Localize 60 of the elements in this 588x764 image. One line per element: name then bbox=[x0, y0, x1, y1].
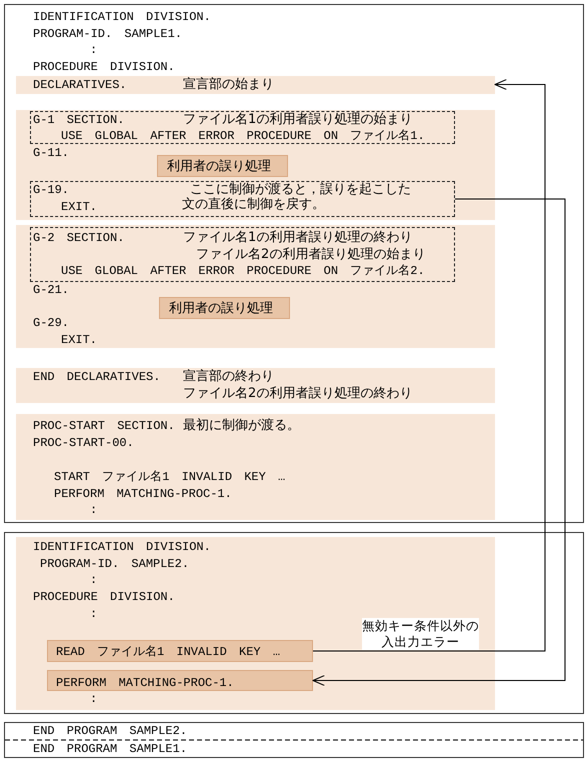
code-line: START ファイル名1 INVALID KEY … bbox=[54, 470, 286, 485]
comment-text: ファイル名2の利用者誤り処理の始まり bbox=[196, 247, 426, 262]
arrow bbox=[312, 198, 566, 686]
code-line: PROGRAM-ID. SAMPLE1. bbox=[33, 27, 182, 42]
code-line: G-19. bbox=[33, 183, 70, 198]
code-line: G-29. bbox=[33, 316, 70, 331]
code-block-band bbox=[16, 225, 495, 348]
comment-text: ファイル名1の利用者誤り処理の始まり bbox=[183, 112, 412, 127]
comment-text: ここに制御が渡ると，誤りを起こした文の直後に制御を戻す。 bbox=[182, 182, 412, 212]
comment-text: ファイル名1の利用者誤り処理の終わり bbox=[183, 230, 412, 245]
code-line: PROCEDURE DIVISION. bbox=[33, 60, 175, 75]
code-line: : bbox=[90, 43, 98, 58]
code-block-band bbox=[16, 537, 495, 710]
code-line: END PROGRAM SAMPLE1. bbox=[33, 742, 188, 757]
code-line: EXIT. bbox=[61, 200, 98, 215]
code-line: PERFORM MATCHING-PROC-1. bbox=[56, 676, 234, 691]
code-line: READ ファイル名1 INVALID KEY … bbox=[56, 645, 280, 660]
code-line: IDENTIFICATION DIVISION. bbox=[33, 540, 211, 555]
highlight-box bbox=[47, 670, 313, 691]
comment-text: 宣言部の終わり bbox=[183, 369, 274, 384]
program-frame bbox=[4, 722, 584, 758]
code-line: PERFORM MATCHING-PROC-1. bbox=[54, 487, 232, 502]
comment-text: 宣言部の始まり bbox=[183, 77, 274, 92]
comment-text: 利用者の誤り処理 bbox=[167, 159, 271, 174]
code-line: : bbox=[90, 503, 98, 518]
arrow bbox=[312, 79, 546, 652]
highlight-box bbox=[47, 640, 313, 662]
code-line: USE GLOBAL AFTER ERROR PROCEDURE ON ファイル名2. bbox=[61, 264, 425, 279]
code-line: DECLARATIVES. bbox=[33, 78, 127, 93]
code-line: USE GLOBAL AFTER ERROR PROCEDURE ON ファイル名1. bbox=[61, 129, 425, 144]
code-line: G-21. bbox=[33, 283, 70, 298]
section-box bbox=[30, 111, 455, 144]
code-line: IDENTIFICATION DIVISION. bbox=[33, 10, 211, 25]
code-line: EXIT. bbox=[61, 333, 98, 348]
code-line: : bbox=[90, 607, 98, 622]
code-line: PROC-START SECTION. bbox=[33, 419, 175, 434]
code-line: PROCEDURE DIVISION. bbox=[33, 590, 175, 605]
code-block-band bbox=[16, 368, 495, 403]
code-line: END DECLARATIVES. bbox=[33, 370, 160, 385]
code-block-band bbox=[16, 76, 495, 94]
code-line: END PROGRAM SAMPLE2. bbox=[33, 724, 188, 739]
edge-label: 無効キー条件以外の入出力エラー bbox=[362, 618, 479, 650]
code-block-band bbox=[16, 110, 495, 220]
section-box bbox=[30, 181, 455, 217]
code-line: PROC-START-00. bbox=[33, 436, 134, 451]
comment-text: 利用者の誤り処理 bbox=[169, 301, 273, 316]
code-line: PROGRAM-ID. SAMPLE2. bbox=[40, 557, 190, 572]
highlight-box bbox=[159, 297, 290, 319]
highlight-box bbox=[157, 155, 288, 177]
code-line: : bbox=[90, 573, 98, 588]
code-line: : bbox=[90, 692, 98, 707]
code-line: G-11. bbox=[33, 146, 70, 161]
code-line: G-2 SECTION. bbox=[33, 231, 124, 246]
program-frame bbox=[4, 4, 584, 523]
section-box bbox=[30, 227, 455, 282]
code-line: G-1 SECTION. bbox=[33, 113, 124, 128]
program-frame bbox=[4, 532, 584, 714]
code-block-band bbox=[16, 414, 495, 520]
comment-text: ファイル名2の利用者誤り処理の終わり bbox=[183, 386, 412, 401]
comment-text: 最初に制御が渡る。 bbox=[183, 418, 300, 433]
